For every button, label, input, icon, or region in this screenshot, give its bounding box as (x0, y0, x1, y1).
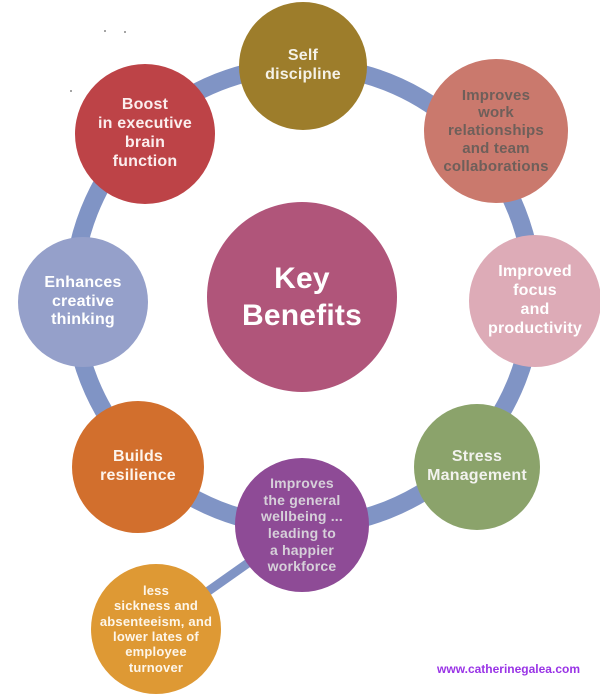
benefit-circle-builds-resilience: Builds resilience (72, 401, 204, 533)
benefit-circle-self-discipline: Self discipline (239, 2, 367, 130)
benefit-circle-less-sickness: less sickness and absenteeism, and lower… (91, 564, 221, 694)
benefit-label: less sickness and absenteeism, and lower… (99, 583, 213, 675)
benefit-circle-work-relationships: Improves work relationships and team col… (424, 59, 568, 203)
benefit-label: Stress Management (427, 448, 527, 484)
artifact-dot (124, 31, 126, 33)
benefit-circle-executive-brain: Boost in executive brain function (75, 64, 215, 204)
benefit-label: Improves the general wellbeing ... leadi… (261, 475, 343, 575)
benefit-label: Builds resilience (100, 448, 176, 484)
benefit-circle-creative-thinking: Enhances creative thinking (18, 237, 148, 367)
artifact-dot (70, 90, 72, 92)
center-circle-label: Key Benefits (242, 261, 362, 333)
benefit-label: Self discipline (265, 47, 341, 83)
artifact-dot (104, 30, 106, 32)
benefit-circle-focus-productivity: Improved focus and productivity (469, 235, 600, 367)
center-circle-key-benefits: Key Benefits (207, 202, 397, 392)
website-link[interactable]: www.catherinegalea.com (437, 662, 580, 676)
benefit-label: Improved focus and productivity (488, 263, 582, 337)
benefit-label: Boost in executive brain function (97, 96, 192, 170)
benefit-circle-general-wellbeing: Improves the general wellbeing ... leadi… (235, 458, 369, 592)
benefit-label: Improves work relationships and team col… (443, 86, 549, 175)
benefit-label: Enhances creative thinking (44, 273, 122, 329)
benefit-circle-stress-management: Stress Management (414, 404, 540, 530)
